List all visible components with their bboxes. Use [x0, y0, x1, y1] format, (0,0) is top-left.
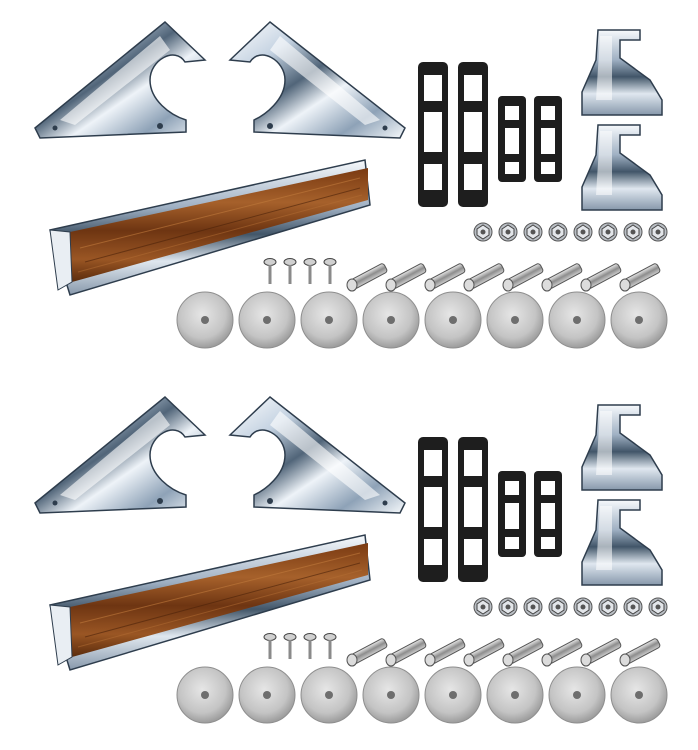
star-washer-nut: [473, 597, 493, 617]
star-washer-nut: [473, 222, 493, 242]
flat-washer: [548, 291, 606, 349]
wood-screw: [263, 258, 277, 284]
machine-bolt: [346, 263, 388, 292]
star-washer-nut: [598, 597, 618, 617]
star-washer-nut: [598, 222, 618, 242]
wood-screw: [303, 258, 317, 284]
wood-screw: [263, 633, 277, 659]
flat-washer: [238, 291, 296, 349]
machine-bolt: [541, 263, 583, 292]
star-washer-nut: [623, 222, 643, 242]
small-hardware: [176, 597, 668, 724]
flat-washer: [424, 291, 482, 349]
flat-washer: [424, 666, 482, 724]
wood-screw: [323, 258, 337, 284]
machine-bolt: [502, 263, 544, 292]
flat-washer: [300, 291, 358, 349]
flat-washer: [176, 291, 234, 349]
flat-washer: [486, 291, 544, 349]
machine-bolt: [619, 638, 661, 667]
flat-washer: [362, 291, 420, 349]
flat-washer: [238, 666, 296, 724]
kit-bottom: [34, 396, 668, 724]
star-washer-nut: [623, 597, 643, 617]
wood-screw: [283, 258, 297, 284]
star-washer-nut: [648, 597, 668, 617]
machine-bolt: [541, 638, 583, 667]
star-washer-nut: [648, 222, 668, 242]
machine-bolt: [424, 638, 466, 667]
machine-bolt: [502, 638, 544, 667]
machine-bolt: [385, 638, 427, 667]
flat-washer: [610, 666, 668, 724]
flat-washer: [548, 666, 606, 724]
wood-screw: [283, 633, 297, 659]
machine-bolt: [463, 263, 505, 292]
wood-screw: [303, 633, 317, 659]
flat-washer: [362, 666, 420, 724]
flat-washer: [300, 666, 358, 724]
star-washer-nut: [523, 597, 543, 617]
star-washer-nut: [498, 597, 518, 617]
machine-bolt: [463, 638, 505, 667]
star-washer-nut: [548, 222, 568, 242]
flat-washer: [486, 666, 544, 724]
machine-bolt: [580, 263, 622, 292]
machine-bolt: [385, 263, 427, 292]
machine-bolt: [424, 263, 466, 292]
star-washer-nut: [548, 597, 568, 617]
machine-bolt: [619, 263, 661, 292]
machine-bolt: [346, 638, 388, 667]
star-washer-nut: [573, 597, 593, 617]
star-washer-nut: [573, 222, 593, 242]
kit-top: [34, 21, 668, 349]
star-washer-nut: [498, 222, 518, 242]
flat-washer: [610, 291, 668, 349]
machine-bolt: [580, 638, 622, 667]
star-washer-nut: [523, 222, 543, 242]
wood-screw: [323, 633, 337, 659]
small-hardware: [176, 222, 668, 349]
flat-washer: [176, 666, 234, 724]
